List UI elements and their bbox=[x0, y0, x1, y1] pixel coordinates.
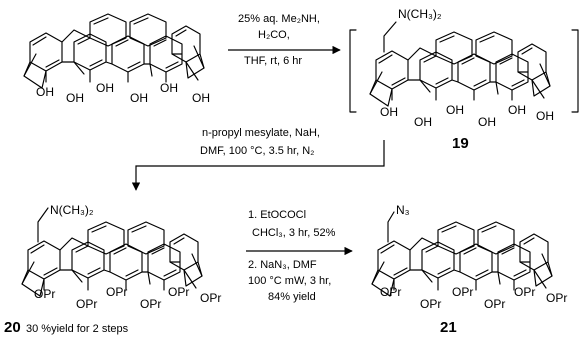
opr-20-6: OPr bbox=[200, 291, 221, 305]
oh-group-5: OH bbox=[160, 81, 178, 95]
oh-19-1: OH bbox=[380, 105, 398, 119]
opr-20-2: OPr bbox=[76, 297, 97, 311]
step3-conditions-2: 100 °C mW, 3 hr, bbox=[248, 275, 331, 287]
opr-21-4: OPr bbox=[484, 297, 505, 311]
opr-21-2: OPr bbox=[420, 297, 441, 311]
oh-19-4: OH bbox=[478, 115, 496, 129]
step3-yield: 84% yield bbox=[268, 291, 316, 303]
compound-19-amine: N(CH₃)₂ bbox=[398, 7, 442, 21]
oh-group-6: OH bbox=[192, 91, 210, 105]
step1-conditions: THF, rt, 6 hr bbox=[244, 55, 302, 67]
opr-21-3: OPr bbox=[452, 285, 473, 299]
oh-group-1: OH bbox=[36, 85, 54, 99]
compound-20-structure: OPr OPr OPr OPr OPr OPr N(CH₃)₂ bbox=[21, 203, 221, 311]
opr-20-1: OPr bbox=[34, 287, 55, 301]
compound-21-label: 21 bbox=[440, 319, 457, 336]
oh-19-6: OH bbox=[536, 109, 554, 123]
opr-20-5: OPr bbox=[168, 285, 189, 299]
oh-group-2: OH bbox=[66, 91, 84, 105]
oh-group-4: OH bbox=[130, 91, 148, 105]
opr-21-5: OPr bbox=[514, 285, 535, 299]
step2-reagent: n-propyl mesylate, NaH, bbox=[202, 127, 320, 139]
compound-20-label: 20 bbox=[4, 319, 21, 336]
compound-20-amine: N(CH₃)₂ bbox=[50, 203, 94, 217]
step2-conditions: DMF, 100 °C, 3.5 hr, N₂ bbox=[200, 145, 314, 157]
step1-reagent-1: 25% aq. Me₂NH, bbox=[238, 13, 320, 25]
compound-21-azide: N₃ bbox=[396, 203, 410, 217]
compound-19-label: 19 bbox=[452, 135, 469, 152]
compound-20-yield-note: 30 %yield for 2 steps bbox=[26, 323, 129, 335]
opr-21-6: OPr bbox=[546, 291, 567, 305]
step3-conditions-1: CHCl₃, 3 hr, 52% bbox=[252, 227, 336, 239]
step3-reagent-2: 2. NaN₃, DMF bbox=[248, 259, 317, 271]
opr-21-1: OPr bbox=[380, 285, 401, 299]
step1-reagent-2: H₂CO, bbox=[258, 29, 290, 41]
oh-19-3: OH bbox=[446, 103, 464, 117]
step3-reagent-1: 1. EtOCOCl bbox=[248, 209, 306, 221]
oh-group-3: OH bbox=[96, 81, 114, 95]
oh-19-2: OH bbox=[414, 115, 432, 129]
compound-21-structure: OPr OPr OPr OPr OPr OPr N₃ bbox=[371, 203, 567, 311]
opr-20-3: OPr bbox=[106, 285, 127, 299]
opr-20-4: OPr bbox=[140, 297, 161, 311]
compound-19-structure: OH OH OH OH OH OH N(CH₃)₂ bbox=[349, 7, 579, 129]
step2-arrow bbox=[131, 140, 385, 191]
starting-material-structure: OH OH OH OH OH OH bbox=[23, 13, 210, 105]
oh-19-5: OH bbox=[508, 103, 526, 117]
